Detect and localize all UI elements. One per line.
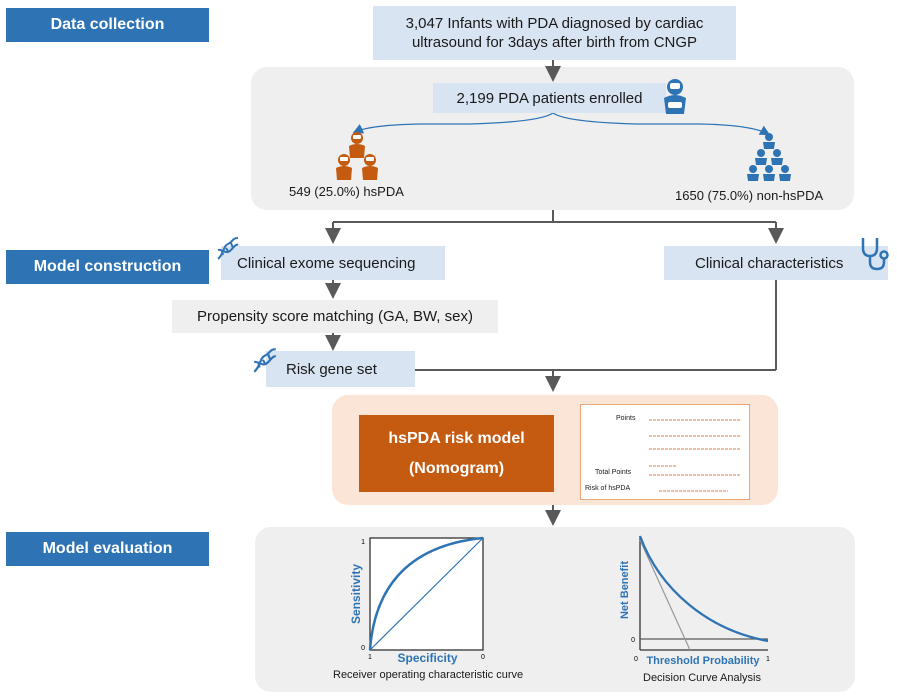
arrow-enrolled-to-nonhspda: [552, 112, 771, 136]
roc-caption: Receiver operating characteristic curve: [333, 669, 524, 681]
clinical-characteristics-box: Clinical characteristics: [664, 246, 888, 280]
enrolled-label: 2,199 PDA patients enrolled: [456, 89, 643, 107]
enrolled-box: 2,199 PDA patients enrolled: [433, 83, 666, 113]
cohort-box: 3,047 Infants with PDA diagnosed by card…: [373, 6, 736, 60]
nomogram-scales: [649, 419, 741, 492]
hspda-label: 549 (25.0%) hsPDA: [289, 184, 404, 199]
exome-sequencing-box: Clinical exome sequencing: [221, 246, 445, 280]
dca-caption: Decision Curve Analysis: [643, 672, 761, 684]
risk-gene-set-box: Risk gene set: [266, 351, 415, 387]
roc-chart: 1 0 1 0 Sensitivity: [349, 536, 485, 661]
risk-model-subtitle: (Nomogram): [408, 459, 505, 477]
cohort-line-1: 3,047 Infants with PDA diagnosed by card…: [405, 15, 704, 32]
evaluation-panel: [255, 527, 855, 692]
dna-icon: [217, 237, 239, 260]
dca-x-right: 1: [766, 656, 770, 663]
roc-x-left: 1: [368, 654, 372, 661]
exome-sequencing-label: Clinical exome sequencing: [237, 254, 416, 272]
dca-chart: 0 0 1 Net Benefit: [619, 535, 770, 663]
nomogram-total-points-label: Total Points: [595, 469, 632, 476]
stethoscope-icon: [861, 238, 889, 271]
stage-model-evaluation: Model evaluation: [6, 532, 209, 566]
dca-y-axis-label: Net Benefit: [619, 561, 631, 619]
nomogram-points-label: Points: [616, 415, 636, 422]
risk-gene-set-label: Risk gene set: [286, 360, 377, 378]
roc-y-axis-label: Sensitivity: [349, 564, 363, 624]
risk-model-title: hsPDA risk model: [388, 429, 525, 447]
nomogram-thumbnail: Points Total Points Risk of hsPDA: [580, 404, 750, 500]
roc-y-bottom: 0: [361, 645, 365, 652]
risk-model-box: hsPDA risk model (Nomogram): [359, 415, 554, 492]
infant-icon: [664, 79, 686, 114]
dna-icon: [253, 348, 277, 373]
dca-model-curve: [638, 535, 769, 643]
non-hspda-label: 1650 (75.0%) non-hsPDA: [675, 188, 824, 203]
dca-x-axis-label: Threshold Probability: [646, 655, 760, 667]
arrow-enrolled-to-hspda: [352, 112, 554, 134]
dca-x-left: 0: [634, 656, 638, 663]
dca-treat-all: [639, 539, 691, 651]
hspda-infants-icon: [336, 132, 378, 180]
dca-y-zero: 0: [631, 637, 635, 644]
roc-diagonal: [369, 537, 484, 651]
roc-x-axis-label: Specificity: [397, 651, 458, 665]
roc-curve: [368, 536, 484, 651]
psm-box: Propensity score matching (GA, BW, sex): [172, 300, 498, 333]
stage-model-construction: Model construction: [6, 250, 209, 284]
psm-label: Propensity score matching (GA, BW, sex): [197, 308, 473, 325]
stage-data-collection: Data collection: [6, 8, 209, 42]
clinical-characteristics-label: Clinical characteristics: [695, 254, 844, 272]
nomogram-risk-label: Risk of hsPDA: [585, 485, 631, 492]
cohort-line-2: ultrasound for 3days after birth from CN…: [411, 34, 698, 51]
roc-x-right: 0: [481, 654, 485, 661]
non-hspda-infants-icon: [747, 133, 791, 181]
roc-y-top: 1: [361, 539, 365, 546]
